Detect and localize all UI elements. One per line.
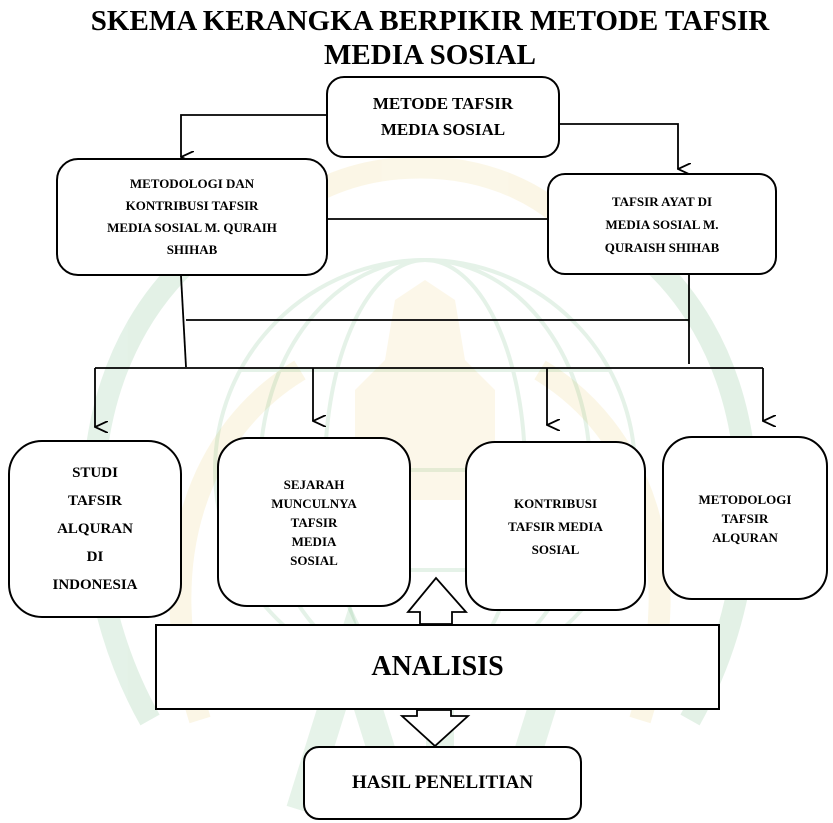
block-arrow-down: [399, 709, 471, 748]
node-metodologi-tafsir-alquran: METODOLOGI TAFSIR ALQURAN: [662, 436, 828, 600]
node-studi-tafsir-alquran: STUDI TAFSIR ALQURAN DI INDONESIA: [8, 440, 182, 618]
analysis-band: ANALISIS: [155, 624, 720, 710]
node-text-line: STUDI: [72, 465, 118, 481]
node-text-line: TAFSIR: [721, 510, 769, 526]
node-text-line: INDONESIA: [52, 577, 138, 593]
node-text-line: MEDIA: [291, 533, 337, 549]
node-text-line: SOSIAL: [290, 552, 338, 568]
node-metodologi-dan-kontribusi: METODOLOGI DAN KONTRIBUSI TAFSIR MEDIA S…: [56, 158, 328, 276]
node-tafsir-ayat-media-sosial: TAFSIR AYAT DI MEDIA SOSIAL M. QURAISH S…: [547, 173, 777, 275]
node-text-line: MEDIA SOSIAL: [380, 120, 506, 139]
node-text-line: METODOLOGI DAN: [129, 176, 255, 191]
node-text-line: ALQURAN: [57, 521, 133, 537]
node-text-line: SOSIAL: [531, 541, 580, 557]
node-text-line: TAFSIR MEDIA: [508, 518, 603, 534]
result-label: HASIL PENELITIAN: [351, 772, 534, 793]
node-text-line: KONTRIBUSI: [513, 495, 598, 511]
node-metode-tafsir-media-sosial: METODE TAFSIR MEDIA SOSIAL: [326, 76, 560, 158]
node-text-line: METODOLOGI: [698, 491, 792, 507]
node-text-line: SEJARAH: [283, 476, 345, 492]
connector-top-to-left: [181, 114, 326, 157]
node-hasil-penelitian: HASIL PENELITIAN: [303, 746, 582, 820]
node-text-line: ALQURAN: [712, 529, 778, 545]
node-text-line: MEDIA SOSIAL M. QURAIH: [107, 220, 277, 235]
node-text-line: DI: [86, 549, 104, 565]
connector-top-to-right: [560, 123, 678, 169]
node-text-line: MEDIA SOSIAL M.: [605, 216, 719, 232]
diagram-title-line: SKEMA KERANGKA BERPIKIR METODE TAFSIR: [90, 5, 770, 37]
node-text-line: QURAISH SHIHAB: [604, 239, 720, 255]
node-text-line: MUNCULNYA: [271, 495, 357, 511]
diagram-title: SKEMA KERANGKA BERPIKIR METODE TAFSIR ME…: [40, 4, 820, 72]
connector-left-drop: [180, 275, 187, 368]
block-arrow-up: [406, 576, 468, 625]
node-text-line: TAFSIR: [68, 493, 122, 509]
node-text-line: TAFSIR: [290, 514, 338, 530]
diagram-title-line: MEDIA SOSIAL: [324, 39, 536, 71]
node-text-line: TAFSIR AYAT DI: [611, 193, 713, 209]
node-text-line: KONTRIBUSI TAFSIR: [125, 198, 259, 213]
node-text-line: SHIHAB: [166, 242, 218, 257]
node-kontribusi-tafsir: KONTRIBUSI TAFSIR MEDIA SOSIAL: [465, 441, 646, 611]
node-sejarah-munculnya: SEJARAH MUNCULNYA TAFSIR MEDIA SOSIAL: [217, 437, 411, 607]
analysis-label: ANALISIS: [371, 651, 504, 682]
node-text-line: METODE TAFSIR: [372, 94, 514, 113]
